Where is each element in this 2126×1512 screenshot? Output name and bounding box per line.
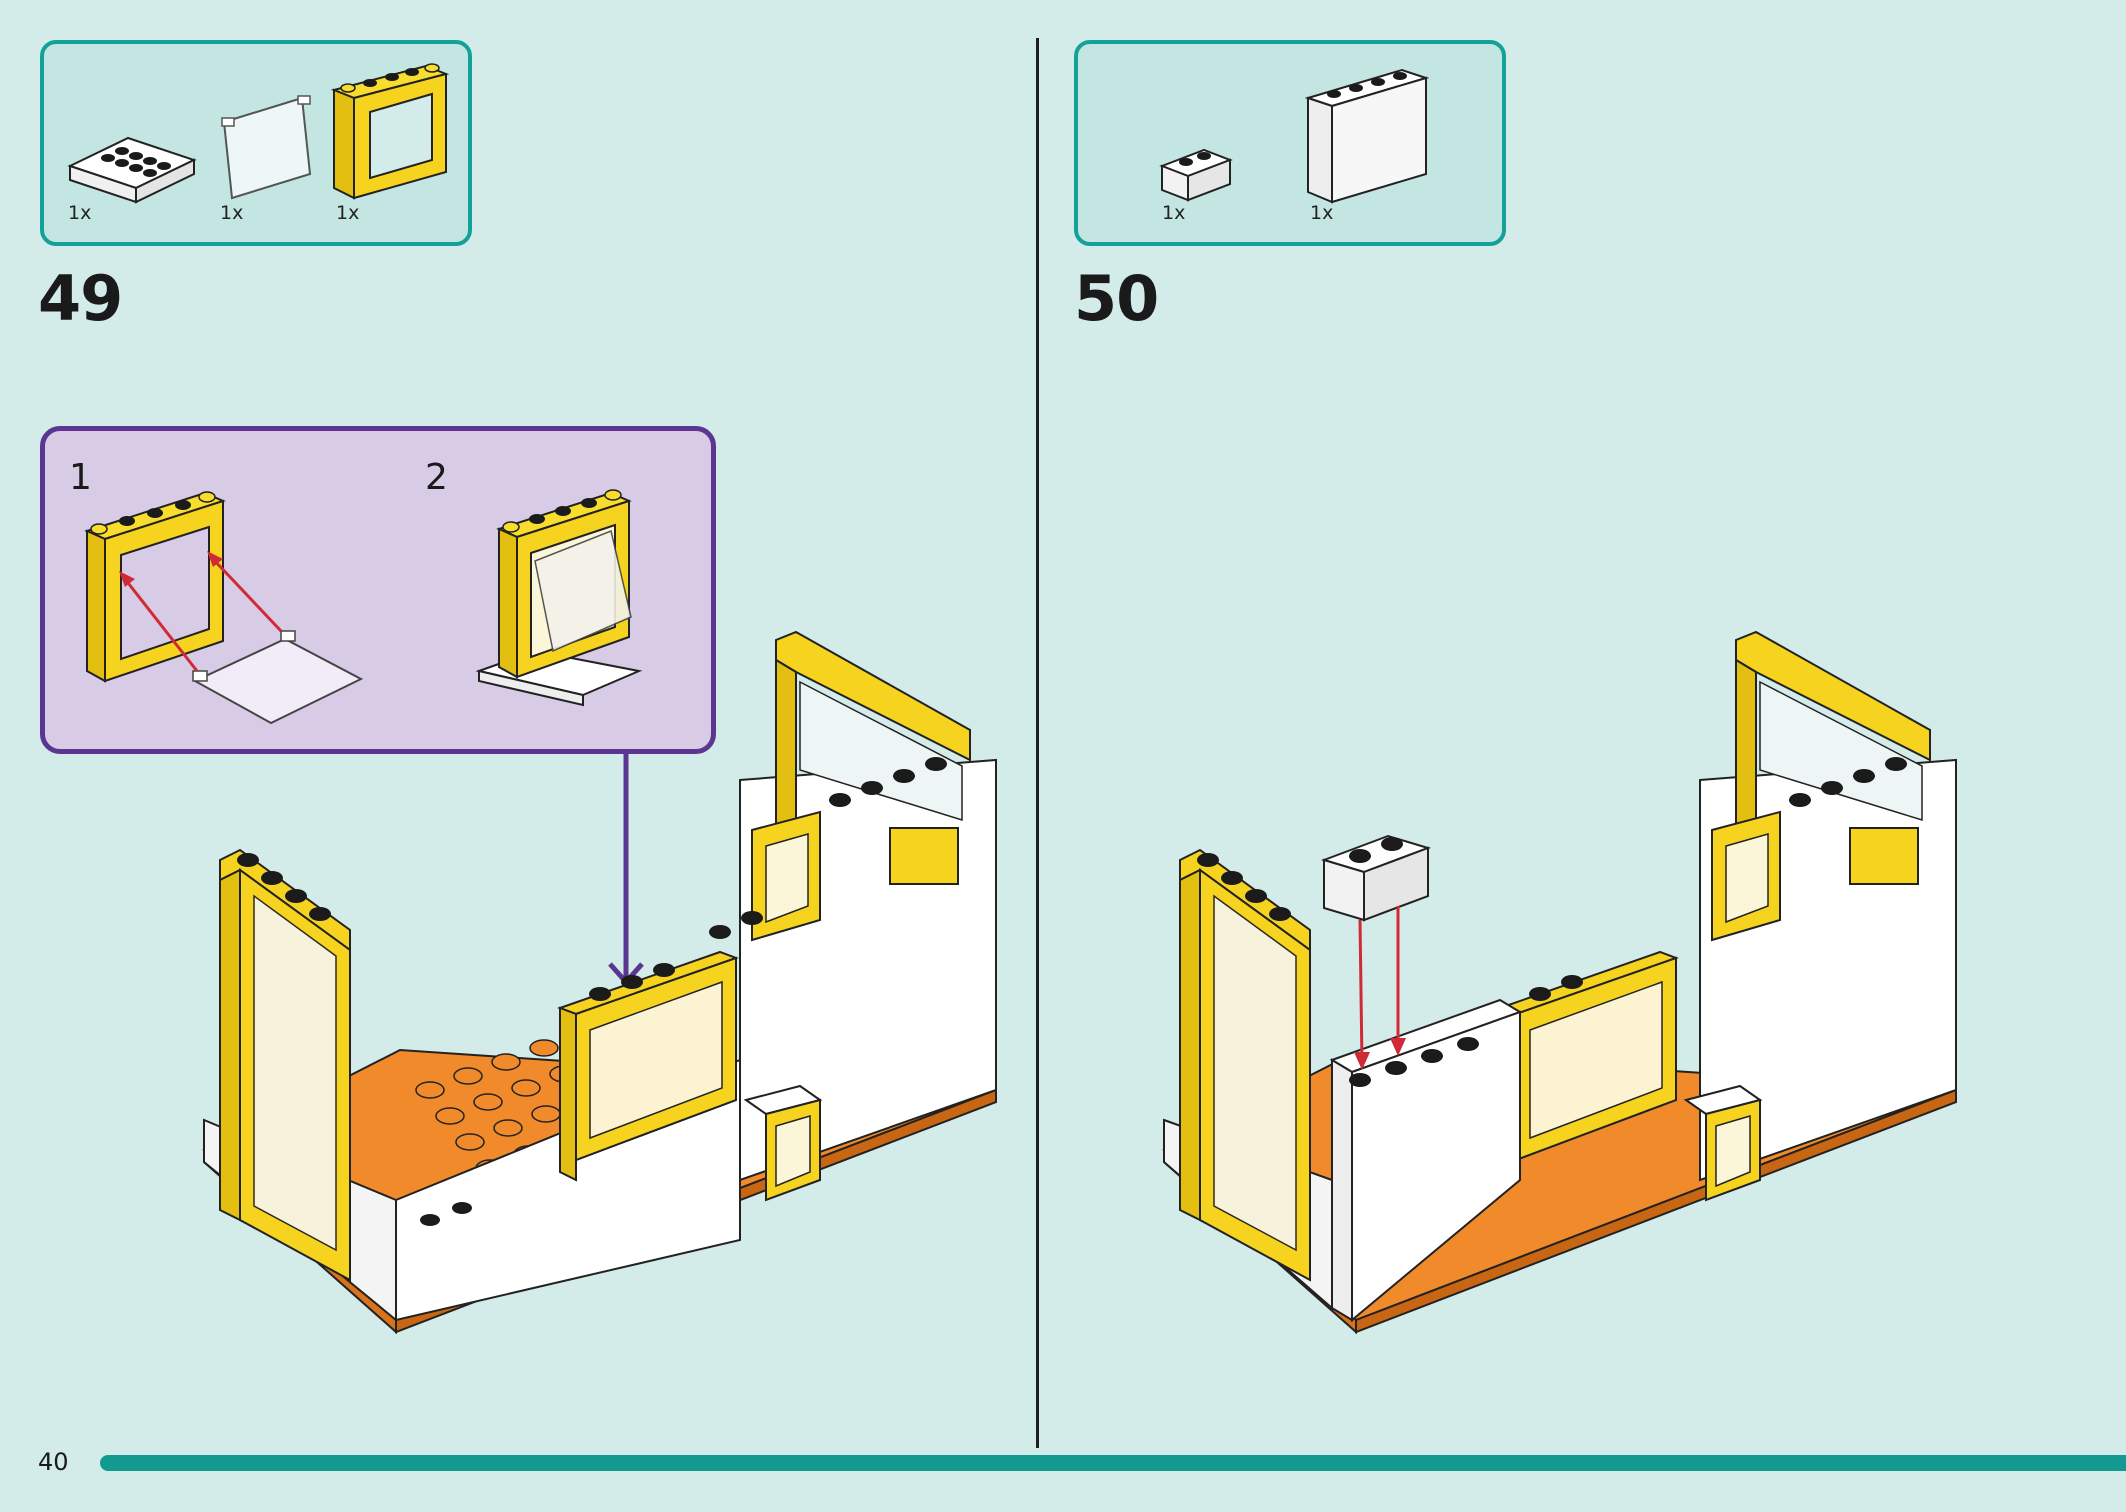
step-number-50: 50 <box>1074 262 1159 335</box>
panel-1x4x3-white-icon <box>1304 68 1430 204</box>
step-49-model-illustration <box>202 630 997 1335</box>
window-frame-yellow-icon <box>330 63 450 200</box>
substep-number-1: 1 <box>69 457 92 498</box>
parts-box-step-50: 1x 1x <box>1074 40 1506 246</box>
parts-box-step-49: 1x 1x 1x <box>40 40 472 246</box>
part-qty: 1x <box>336 202 360 224</box>
step-50-model-illustration <box>1162 630 1957 1335</box>
brick-1x2-white-icon <box>1159 148 1233 202</box>
brick-2x4-white-icon <box>67 136 197 204</box>
part-qty: 1x <box>220 202 244 224</box>
part-qty: 1x <box>1162 202 1186 224</box>
part-qty: 1x <box>68 202 92 224</box>
sub-assembly-callout: 1 2 <box>40 426 716 754</box>
page-divider <box>1036 38 1039 1448</box>
progress-bar <box>100 1455 2126 1471</box>
window-glass-icon <box>221 95 312 200</box>
part-qty: 1x <box>1310 202 1334 224</box>
substep-1-illustration <box>84 491 364 725</box>
page-number: 40 <box>38 1448 69 1476</box>
step-number-49: 49 <box>38 262 123 335</box>
substep-2-illustration <box>475 489 643 707</box>
substep-number-2: 2 <box>425 457 448 498</box>
